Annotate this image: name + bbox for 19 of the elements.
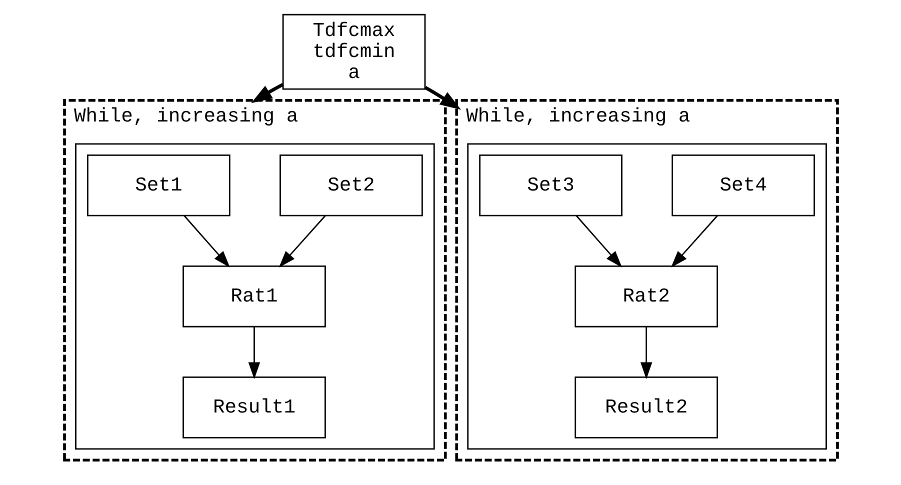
node-box: Set1: [86, 154, 230, 216]
arrow: [250, 82, 284, 103]
arrow: [183, 214, 230, 268]
arrow: [640, 326, 652, 379]
node-box: Set2: [279, 154, 422, 216]
arrow: [248, 326, 260, 379]
node-box: Set3: [478, 154, 622, 216]
node-box: Tdfcmax tdfcmin a: [282, 13, 426, 90]
arrow: [575, 214, 622, 268]
node-box: Result2: [574, 376, 718, 438]
arrow: [670, 214, 718, 267]
cluster: [466, 142, 826, 450]
node-box: Result1: [182, 376, 326, 438]
cluster: [74, 142, 434, 450]
arrow: [424, 85, 461, 110]
node-box: Set4: [671, 154, 814, 216]
arrow: [278, 214, 326, 267]
node-box: Rat1: [182, 264, 326, 327]
node-box: Rat2: [574, 264, 718, 327]
